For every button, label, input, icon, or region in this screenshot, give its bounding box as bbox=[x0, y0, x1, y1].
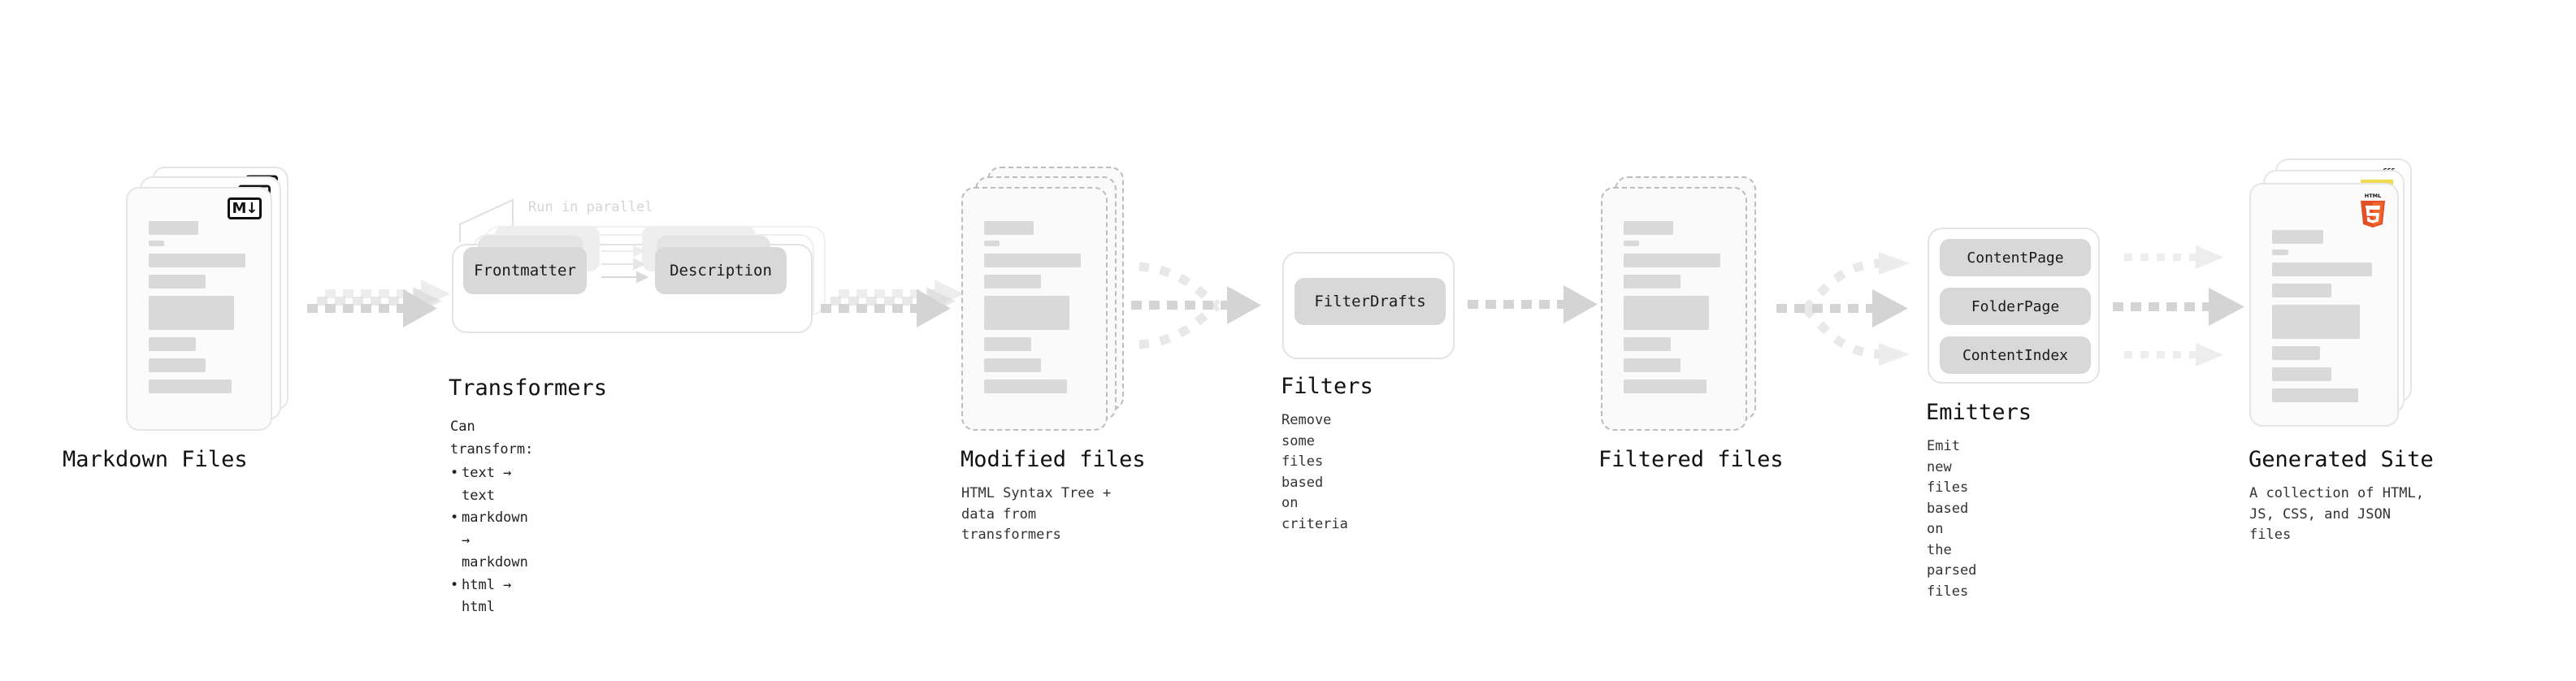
emitter-chip-label: ContentIndex bbox=[1962, 346, 2069, 364]
svg-text:HTML: HTML bbox=[2365, 193, 2381, 199]
transformer-chip-label: Description bbox=[670, 262, 772, 280]
markdown-file-stack: M↓ M↓ M↓ bbox=[126, 167, 301, 435]
transformer-chip-description[interactable]: Description bbox=[655, 247, 787, 294]
stage-title-emitters: Emitters bbox=[1926, 400, 2032, 425]
stage-modified-files: Modified files HTML Syntax Tree + data f… bbox=[961, 167, 1146, 543]
emitter-chip-folderpage[interactable]: FolderPage bbox=[1940, 288, 2091, 325]
stage-title-generated-site: Generated Site bbox=[2249, 447, 2434, 472]
capability-item: html → html bbox=[450, 575, 533, 619]
document-content-lines bbox=[2272, 230, 2379, 410]
transformer-inner-arrows bbox=[601, 245, 649, 284]
connector-emitters-to-site bbox=[2113, 245, 2244, 367]
stage-title-markdown-files: Markdown Files bbox=[63, 447, 248, 472]
filtered-file-stack bbox=[1601, 167, 1776, 435]
emitter-chip-contentpage[interactable]: ContentPage bbox=[1940, 239, 2091, 276]
connector-filters-to-filtered bbox=[1468, 285, 1598, 323]
filter-chip-label: FilterDrafts bbox=[1314, 293, 1426, 310]
markdown-badge: M↓ bbox=[228, 197, 262, 219]
connector-filtered-to-emitters bbox=[1776, 252, 1910, 366]
capability-list-lead: Can transform: bbox=[450, 419, 534, 458]
emitter-chip-label: ContentPage bbox=[1967, 249, 2064, 267]
stage-title-filters: Filters bbox=[1281, 374, 1373, 399]
stage-subtitle-emitters: Emit new files based on the parsed files bbox=[1927, 438, 1977, 600]
transformer-chip-frontmatter[interactable]: Frontmatter bbox=[463, 247, 587, 294]
modified-card-front bbox=[961, 187, 1108, 431]
transformer-chip-label: Frontmatter bbox=[474, 262, 576, 280]
stage-subtitle-generated-site: A collection of HTML, JS, CSS, and JSON … bbox=[2249, 485, 2424, 543]
site-card-front-html: HTML bbox=[2249, 183, 2399, 427]
stage-generated-site: CSS HTML bbox=[2249, 158, 2434, 543]
stage-subtitle-modified-files: HTML Syntax Tree + data from transformer… bbox=[961, 485, 1112, 543]
stage-title-filtered-files: Filtered files bbox=[1598, 447, 1784, 472]
emitter-chip-label: FolderPage bbox=[1971, 297, 2060, 315]
capability-item: text → text bbox=[450, 462, 533, 507]
transformers-capability-list: Can transform: text → text markdown → ma… bbox=[450, 416, 533, 619]
stage-filtered-files: Filtered files bbox=[1598, 167, 1784, 472]
transformer-box-front: Frontmatter Description bbox=[452, 226, 813, 333]
modified-file-stack bbox=[961, 167, 1136, 435]
document-content-lines bbox=[1624, 221, 1728, 401]
connector-modified-to-filters bbox=[1131, 262, 1261, 349]
parallel-bracket-icon bbox=[459, 198, 514, 242]
document-content-lines bbox=[149, 221, 253, 401]
filters-box: FilterDrafts bbox=[1282, 252, 1455, 359]
connector-md-to-transformers bbox=[307, 280, 450, 327]
stage-subtitle-filters: Remove some files based on criteria bbox=[1281, 412, 1348, 532]
document-content-lines bbox=[984, 221, 1088, 401]
stage-markdown-files: M↓ M↓ M↓ Markdown Files bbox=[63, 167, 301, 472]
filter-chip-filterdrafts[interactable]: FilterDrafts bbox=[1295, 278, 1446, 325]
emitter-chip-contentindex[interactable]: ContentIndex bbox=[1940, 336, 2091, 374]
html5-badge: HTML bbox=[2361, 193, 2385, 228]
emitters-box: ContentPage FolderPage ContentIndex bbox=[1928, 228, 2100, 384]
filtered-card-front bbox=[1601, 187, 1747, 431]
stage-title-modified-files: Modified files bbox=[961, 447, 1146, 472]
connector-transformers-to-modified bbox=[821, 280, 964, 327]
markdown-card-front: M↓ bbox=[126, 187, 272, 431]
parallel-note-label: Run in parallel bbox=[528, 199, 653, 215]
generated-site-stack: CSS HTML bbox=[2249, 158, 2432, 435]
stage-title-transformers: Transformers bbox=[449, 375, 608, 401]
capability-item: markdown → markdown bbox=[450, 507, 533, 575]
